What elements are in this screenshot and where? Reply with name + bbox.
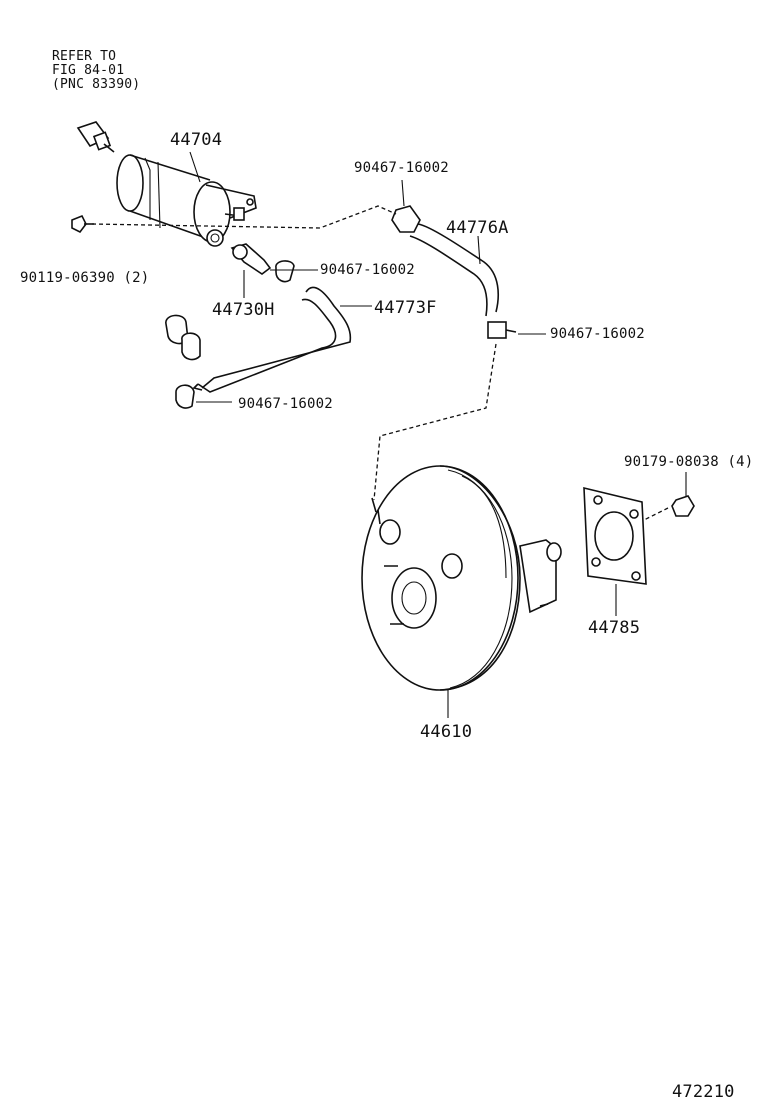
check-valve bbox=[230, 243, 272, 275]
label-44773f: 44773F bbox=[374, 298, 437, 318]
hose-clamp-c bbox=[175, 384, 195, 409]
label-90179: 90179-08038 (4) bbox=[624, 454, 754, 470]
hose-clamp-b bbox=[165, 314, 201, 361]
label-90119: 90119-06390 (2) bbox=[20, 270, 150, 286]
gasket-44785 bbox=[583, 486, 647, 585]
label-90467-d: 90467-16002 bbox=[238, 396, 333, 412]
hose-44773f bbox=[192, 286, 352, 393]
label-44776a: 44776A bbox=[446, 218, 509, 238]
hose-clamp-a bbox=[275, 260, 295, 283]
nut-90179 bbox=[671, 495, 695, 517]
hose-44776a bbox=[391, 205, 499, 317]
label-44610: 44610 bbox=[420, 722, 473, 742]
vacuum-tank bbox=[116, 154, 257, 247]
reference-line-2: FIG 84-01 bbox=[52, 63, 125, 78]
reference-line-1: REFER TO bbox=[52, 49, 117, 64]
brake-booster bbox=[361, 465, 562, 691]
label-44704: 44704 bbox=[170, 130, 223, 150]
label-90467-b: 90467-16002 bbox=[320, 262, 415, 278]
label-44785: 44785 bbox=[588, 618, 641, 638]
label-90467-c: 90467-16002 bbox=[550, 326, 645, 342]
vacuum-switch bbox=[76, 121, 115, 153]
label-90467-a: 90467-16002 bbox=[354, 160, 449, 176]
bolt-90119 bbox=[71, 214, 94, 234]
hose-clamp-d bbox=[487, 321, 517, 339]
illustration-number: 472210 bbox=[672, 1082, 735, 1102]
reference-line-3: (PNC 83390) bbox=[52, 77, 141, 92]
label-44730h: 44730H bbox=[212, 300, 275, 320]
